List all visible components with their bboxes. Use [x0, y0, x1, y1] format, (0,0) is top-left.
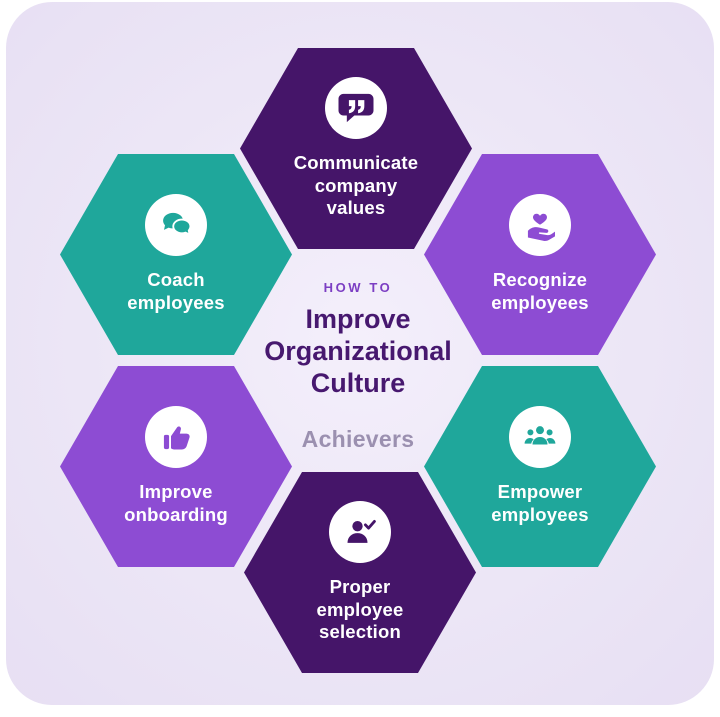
quote-bubble-icon — [338, 93, 374, 123]
person-check-icon — [347, 520, 376, 543]
hexagon-label: Communicate company values — [293, 152, 419, 219]
team-icon — [509, 406, 571, 469]
center-title-block: HOW TO Improve Organizational Culture Ac… — [233, 280, 483, 453]
quote-bubble-icon — [325, 77, 387, 140]
kicker-text: HOW TO — [323, 280, 393, 295]
heart-in-hand-icon — [527, 214, 555, 242]
chat-bubbles-icon — [163, 213, 192, 237]
hexagon-recognize-employees: Recognize employees — [424, 154, 656, 355]
hexagon-label: Improve onboarding — [124, 481, 228, 525]
thumbs-up-icon — [145, 406, 207, 469]
hexagon-label: Coach employees — [127, 269, 225, 313]
person-check-icon — [329, 501, 391, 564]
chat-bubbles-icon — [145, 194, 207, 257]
hexagon-label: Recognize employees — [491, 269, 589, 313]
team-icon — [524, 426, 556, 445]
hexagon-label: Proper employee selection — [316, 576, 404, 643]
main-title: Improve Organizational Culture — [264, 304, 452, 398]
thumbs-up-icon — [163, 426, 190, 450]
brand-wordmark: Achievers — [301, 425, 415, 452]
hexagon-label: Empower employees — [491, 481, 589, 525]
heart-in-hand-icon — [509, 194, 571, 257]
